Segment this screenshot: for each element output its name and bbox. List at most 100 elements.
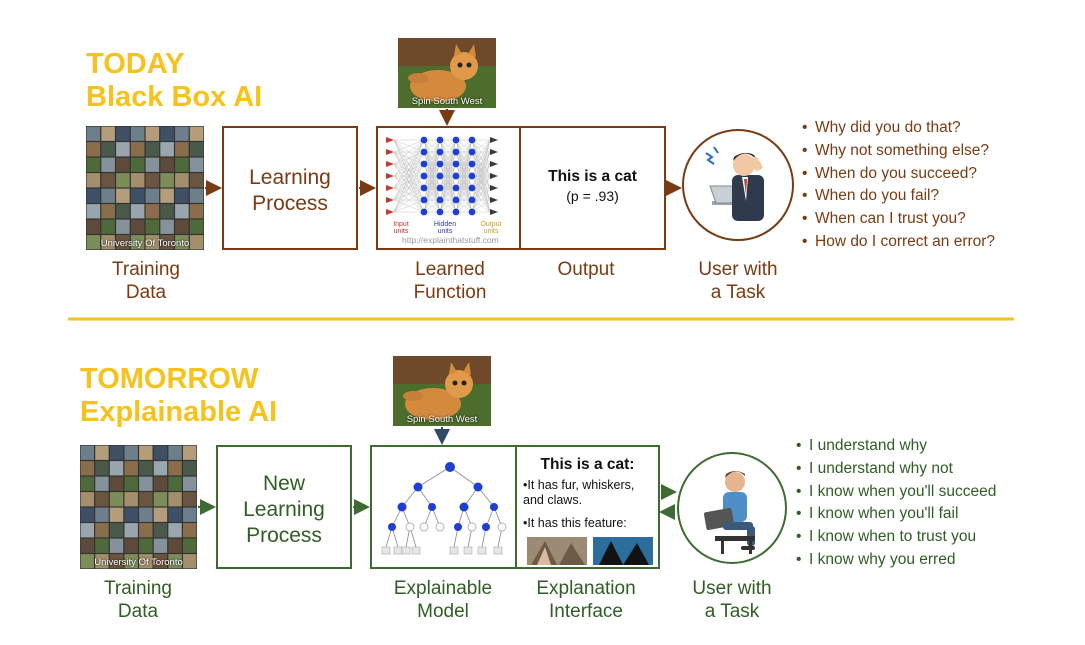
explanation-title: This is a cat:: [540, 456, 635, 473]
grid-thumbnail: [95, 554, 109, 569]
hidden-node: [468, 172, 476, 180]
output-box: This is a cat (p = .93): [519, 126, 666, 250]
hidden-node: [468, 148, 476, 156]
happy-user-icon: [703, 471, 755, 554]
image-grid-icon: [80, 445, 197, 569]
grid-thumbnail: [182, 554, 197, 569]
caption-line: a Task: [710, 282, 766, 303]
grid-thumbnail: [175, 157, 189, 172]
training-data-credit: University Of Toronto: [94, 557, 183, 568]
input-node: [386, 173, 394, 179]
grid-thumbnail: [109, 523, 124, 538]
hidden-node: [452, 184, 460, 192]
grid-thumbnail: [160, 173, 174, 188]
grid-thumbnail: [153, 492, 168, 507]
grid-thumbnail: [101, 204, 115, 219]
grid-thumbnail: [145, 219, 160, 234]
grid-thumbnail: [80, 492, 95, 507]
caption-line: Explainable: [393, 578, 493, 599]
grid-thumbnail: [145, 126, 160, 141]
grid-thumbnail: [145, 235, 160, 250]
grid-thumbnail: [109, 445, 124, 460]
bullet-text: It has this feature:: [527, 516, 627, 530]
grid-thumbnail: [182, 523, 197, 538]
grid-thumbnail: [101, 142, 115, 157]
grid-thumbnail: [95, 507, 109, 522]
nn-layer-label-hidden: Hidden units: [433, 221, 457, 235]
grid-thumbnail: [139, 476, 153, 491]
caption-line: User with: [698, 259, 778, 280]
bullet-text: It has fur, whiskers, and claws.: [523, 478, 635, 507]
decision-tree-icon: [381, 462, 507, 555]
grid-thumbnail: [153, 476, 168, 491]
grid-thumbnail: [160, 204, 174, 219]
output-node: [490, 149, 498, 155]
explanation-bullet-2: •It has this feature:: [523, 516, 654, 531]
grid-thumbnail: [139, 554, 153, 569]
grid-thumbnail: [145, 142, 160, 157]
grid-thumbnail: [130, 126, 145, 141]
grid-thumbnail: [160, 126, 174, 141]
explainable-model-caption: Explainable Model: [383, 577, 503, 623]
hidden-node: [420, 160, 428, 168]
learning-process-label: Learning Process: [224, 165, 356, 217]
grid-thumbnail: [182, 507, 197, 522]
caption-line: Learned: [415, 259, 485, 280]
output-probability: (p = .93): [566, 188, 619, 204]
hidden-node: [452, 136, 460, 144]
grid-thumbnail: [95, 476, 109, 491]
cat-photo-credit: Spin South West: [411, 96, 483, 107]
grid-thumbnail: [109, 538, 124, 553]
hidden-node: [452, 148, 460, 156]
grid-thumbnail: [116, 126, 130, 141]
grid-thumbnail: [160, 157, 174, 172]
grid-thumbnail: [168, 507, 182, 522]
hidden-node: [436, 196, 444, 204]
training-data-caption: Training Data: [96, 258, 196, 304]
grid-thumbnail: [175, 235, 189, 250]
grid-thumbnail: [124, 492, 138, 507]
grid-thumbnail: [139, 507, 153, 522]
caption-line: Interface: [549, 601, 623, 622]
grid-thumbnail: [116, 157, 130, 172]
list-item: Why did you do that?: [802, 117, 995, 140]
user-caption: User with a Task: [684, 258, 792, 304]
cat-ear-photo-icon: [527, 537, 587, 565]
output-node: [490, 137, 498, 143]
grid-thumbnail: [189, 142, 204, 157]
list-item: I know when you'll fail: [796, 503, 996, 526]
user-caption: User with a Task: [678, 577, 786, 623]
grid-thumbnail: [189, 173, 204, 188]
box-line: Learning: [243, 498, 325, 521]
hidden-node: [468, 208, 476, 216]
today-title: TODAY: [86, 48, 185, 80]
grid-thumbnail: [153, 445, 168, 460]
hidden-node: [468, 184, 476, 192]
grid-thumbnail: [124, 445, 138, 460]
hidden-node: [436, 160, 444, 168]
list-item: How do I correct an error?: [802, 231, 995, 254]
cat-photo: Spin South West: [398, 38, 496, 108]
grid-thumbnail: [124, 538, 138, 553]
image-grid-icon: [86, 126, 204, 250]
grid-thumbnail: [160, 235, 174, 250]
learned-function-box: http://explainthatstuff.com Input units …: [376, 126, 521, 250]
grid-thumbnail: [116, 173, 130, 188]
grid-thumbnail: [80, 461, 95, 476]
training-data-image: University Of Toronto: [86, 126, 204, 250]
bullet-mark: •: [523, 478, 528, 492]
grid-thumbnail: [116, 204, 130, 219]
output-node: [490, 173, 498, 179]
caption-line: Data: [117, 601, 159, 622]
list-item: When do you succeed?: [802, 163, 995, 186]
training-data-image: University Of Toronto: [80, 445, 197, 569]
tomorrow-title: TOMORROW: [80, 363, 259, 395]
hidden-node: [468, 196, 476, 204]
hidden-node: [452, 172, 460, 180]
output-node: [490, 185, 498, 191]
grid-thumbnail: [80, 538, 95, 553]
hidden-node: [436, 208, 444, 216]
hidden-node: [420, 184, 428, 192]
confused-user-icon: [705, 146, 764, 221]
box-line: Learning: [249, 166, 331, 189]
